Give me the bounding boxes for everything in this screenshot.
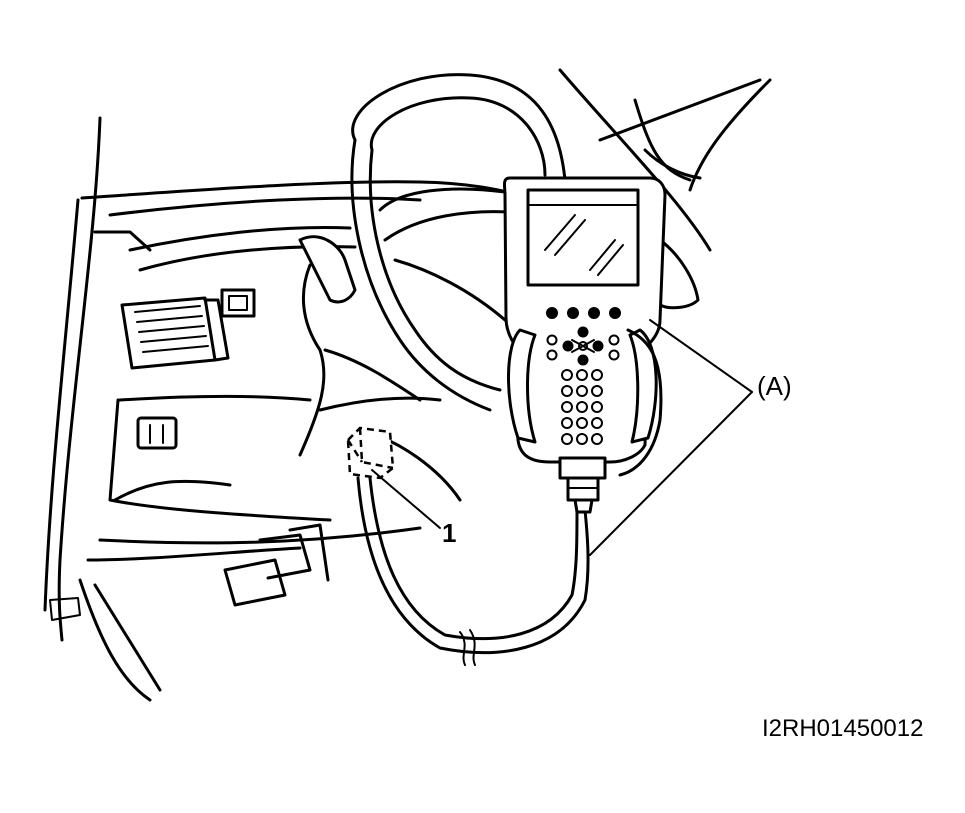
connector-callout-label: 1 bbox=[442, 518, 457, 548]
numeric-keypad bbox=[546, 334, 620, 445]
data-link-connector bbox=[346, 426, 395, 480]
function-key bbox=[567, 307, 579, 319]
steering-wheel bbox=[350, 73, 567, 412]
function-key bbox=[546, 307, 558, 319]
pedals bbox=[223, 523, 330, 607]
lower-dash-panel bbox=[86, 394, 422, 562]
dash-switch bbox=[220, 288, 256, 318]
arrow-keypad bbox=[562, 326, 604, 366]
connector-leader-line bbox=[371, 469, 441, 529]
dashboard bbox=[80, 68, 772, 310]
tool-callout-label: (A) bbox=[757, 371, 792, 401]
tool-cable bbox=[356, 476, 590, 666]
function-key bbox=[588, 307, 600, 319]
tool-leader-lines bbox=[589, 319, 753, 556]
door-frame bbox=[43, 116, 162, 702]
function-key bbox=[609, 307, 621, 319]
figure-id: I2RH01450012 bbox=[762, 715, 924, 742]
air-vent bbox=[120, 296, 230, 370]
scan-tool bbox=[502, 176, 667, 514]
